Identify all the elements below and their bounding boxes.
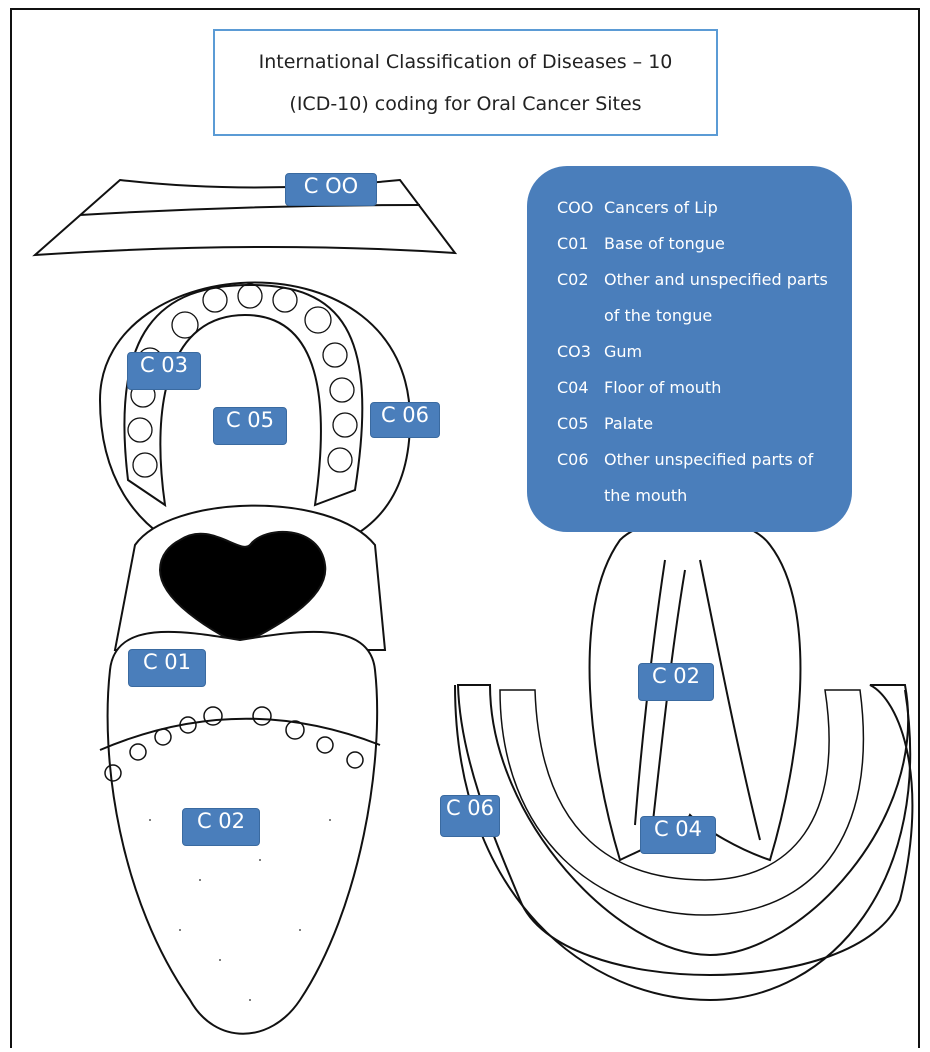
- legend-desc: Other unspecified parts of the mouth: [604, 442, 829, 514]
- label-c01: C 01: [128, 649, 206, 687]
- legend-desc: Cancers of Lip: [604, 190, 829, 226]
- legend-code: C05: [557, 406, 604, 442]
- legend-desc: Gum: [604, 334, 829, 370]
- legend-desc: Floor of mouth: [604, 370, 829, 406]
- label-c06-upper: C 06: [370, 402, 440, 438]
- label-c06-lower: C 06: [440, 795, 500, 837]
- legend-code: C02: [557, 262, 604, 334]
- legend-code: C01: [557, 226, 604, 262]
- label-c03-upper: C 03: [127, 352, 201, 390]
- legend-code: CO3: [557, 334, 604, 370]
- label-c05: C 05: [213, 407, 287, 445]
- legend-desc: Base of tongue: [604, 226, 829, 262]
- label-c00: C OO: [285, 173, 377, 206]
- legend-code: C04: [557, 370, 604, 406]
- upper-lip: [35, 180, 455, 255]
- upper-lip-line: [80, 205, 420, 215]
- legend-code: COO: [557, 190, 604, 226]
- label-c04: C 04: [640, 816, 716, 854]
- legend-desc: Other and unspecified parts of the tongu…: [604, 262, 829, 334]
- legend-code: C06: [557, 442, 604, 514]
- legend-desc: Palate: [604, 406, 829, 442]
- label-c02-lower: C 02: [638, 663, 714, 701]
- label-c02-tongue: C 02: [182, 808, 260, 846]
